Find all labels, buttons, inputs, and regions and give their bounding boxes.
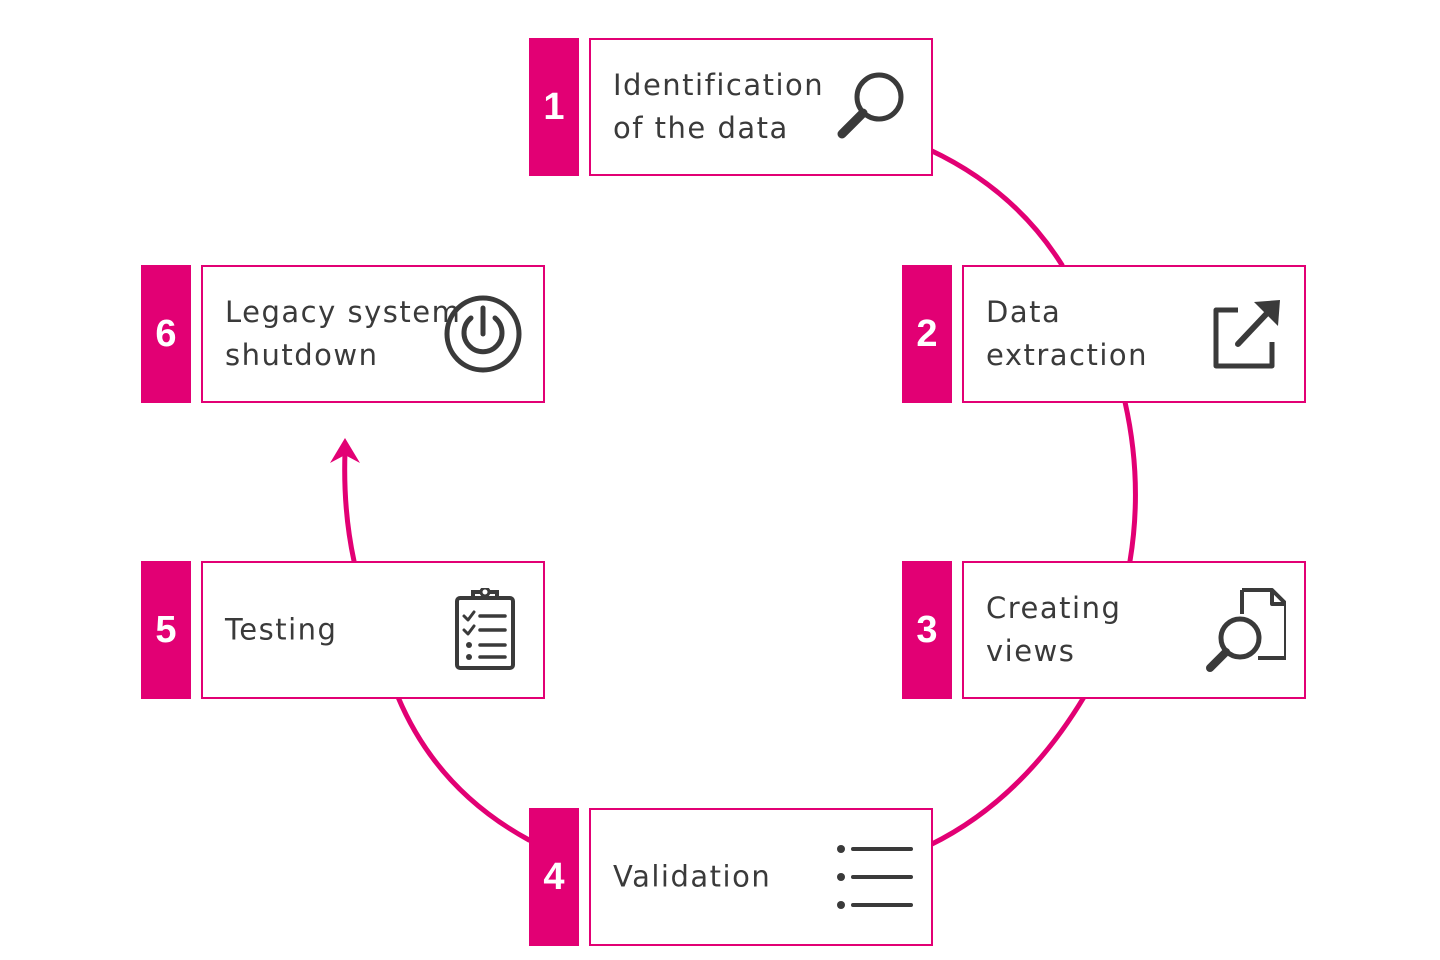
step-number-5: 5 [141,561,191,699]
step-number-6: 6 [141,265,191,403]
step-label-6: Legacy system shutdown [225,291,462,377]
export-arrow-icon [1202,292,1286,376]
clipboard-checklist-icon [441,588,525,672]
step-box-6: Legacy system shutdown [201,265,545,403]
step-5: 5 Testing [141,561,545,699]
magnifier-icon [829,65,913,149]
step-label-5-line-1: Testing [225,612,338,647]
step-box-5: Testing [201,561,545,699]
step-6: 6 Legacy system shutdown [141,265,545,403]
step-4: 4 Validation [529,808,933,946]
step-label-3-line-2: views [986,634,1076,668]
connector-arrowhead [330,438,360,463]
step-label-2-line-1: Data [986,295,1062,329]
step-label-4: Validation [613,856,833,899]
connector-3-to-4 [927,694,1087,848]
step-label-6-line-2: shutdown [225,338,379,372]
step-label-2: Data extraction [986,291,1206,377]
step-number-4: 4 [529,808,579,946]
connector-5-to-6 [342,449,357,564]
connector-4-to-5 [395,694,532,843]
step-label-3: Creating views [986,587,1206,673]
step-box-4: Validation [589,808,933,946]
step-2: 2 Data extraction [902,265,1306,403]
step-label-1-line-1: Identification [613,68,825,102]
document-search-icon [1202,588,1286,672]
step-1: 1 Identification of the data [529,38,933,176]
step-number-3: 3 [902,561,952,699]
power-icon [441,292,525,376]
step-number-1: 1 [529,38,579,176]
step-label-2-line-2: extraction [986,338,1149,372]
step-box-2: Data extraction [962,265,1306,403]
step-3: 3 Creating views [902,561,1306,699]
step-label-5: Testing [225,609,445,652]
step-box-1: Identification of the data [589,38,933,176]
step-label-6-line-1: Legacy system [225,295,462,329]
step-label-3-line-1: Creating [986,591,1122,625]
connector-2-to-3 [1122,399,1138,564]
step-label-1: Identification of the data [613,64,833,150]
step-number-2: 2 [902,265,952,403]
connector-1-to-2 [927,147,1065,268]
step-box-3: Creating views [962,561,1306,699]
bullet-list-icon [829,835,913,919]
step-label-1-line-2: of the data [613,111,789,145]
step-label-4-line-1: Validation [613,859,772,894]
